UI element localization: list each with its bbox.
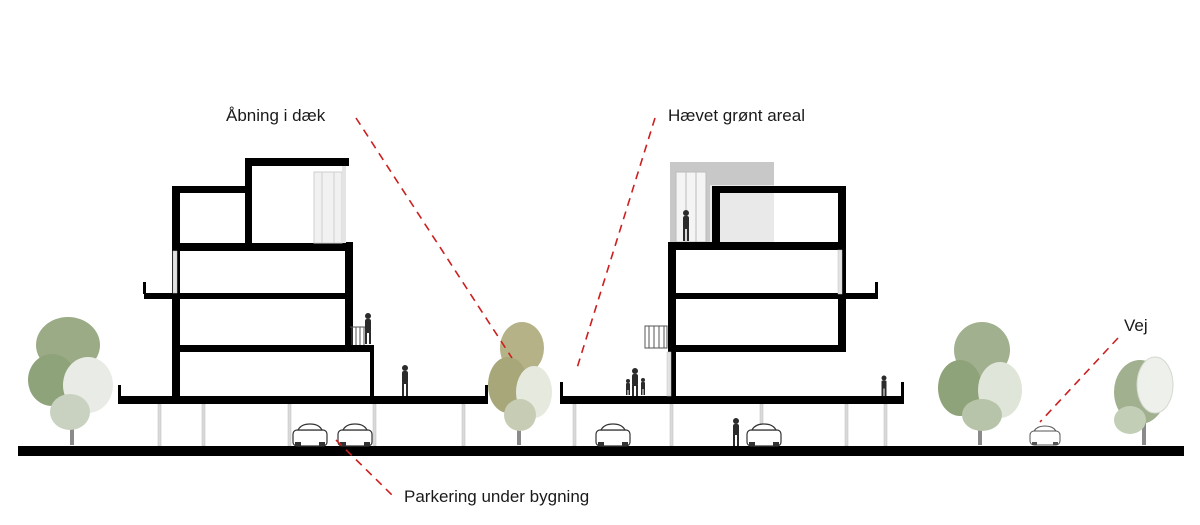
glazing <box>675 171 707 243</box>
car <box>746 423 782 447</box>
label-parking: Parkering under bygning <box>404 487 590 506</box>
car <box>337 423 373 447</box>
podium-deck-left <box>118 396 488 404</box>
tree-left <box>28 317 113 445</box>
tree-center <box>488 322 552 445</box>
roof-slab <box>172 186 252 193</box>
tree-right-2 <box>1114 356 1174 445</box>
building-left <box>118 158 488 447</box>
parapet <box>560 382 563 397</box>
tree-crown <box>1114 406 1146 434</box>
people <box>365 210 887 446</box>
slab <box>668 293 878 299</box>
slab <box>668 242 846 250</box>
tree-crown <box>1136 356 1174 414</box>
tree-crown <box>504 399 536 431</box>
parapet <box>118 385 121 397</box>
car <box>292 423 328 447</box>
leader-lines <box>335 117 1119 496</box>
leader-road <box>1039 337 1119 423</box>
label-opening: Åbning i dæk <box>226 106 326 125</box>
ground-line <box>18 446 1184 456</box>
tree-crown <box>50 394 90 430</box>
slab <box>144 293 353 299</box>
wall <box>712 186 720 246</box>
parapet <box>901 382 904 397</box>
person <box>626 379 630 395</box>
tree-crown <box>28 354 76 406</box>
wall <box>668 242 676 398</box>
glazing <box>313 171 343 244</box>
wall <box>245 158 252 250</box>
slab <box>172 345 374 352</box>
person <box>683 210 689 241</box>
roof-slab <box>712 186 846 193</box>
person <box>402 365 408 396</box>
car <box>595 423 631 447</box>
roof-slab <box>245 158 349 166</box>
podium-deck-right <box>560 396 904 404</box>
slab <box>668 345 846 352</box>
person <box>365 313 371 344</box>
label-raised-green-area: Hævet grønt areal <box>668 106 805 125</box>
tree-right-1 <box>938 322 1022 445</box>
car <box>1029 425 1061 446</box>
balcony-railing <box>644 325 668 349</box>
tree-crown <box>962 399 1002 431</box>
person <box>632 368 638 396</box>
leader-opening <box>355 117 513 359</box>
person <box>733 418 739 446</box>
building-right <box>560 162 904 447</box>
parapet <box>485 385 488 397</box>
leader-green <box>576 117 656 369</box>
slab <box>172 243 353 251</box>
person <box>881 375 887 396</box>
label-road: Vej <box>1124 316 1148 335</box>
person <box>641 378 645 395</box>
